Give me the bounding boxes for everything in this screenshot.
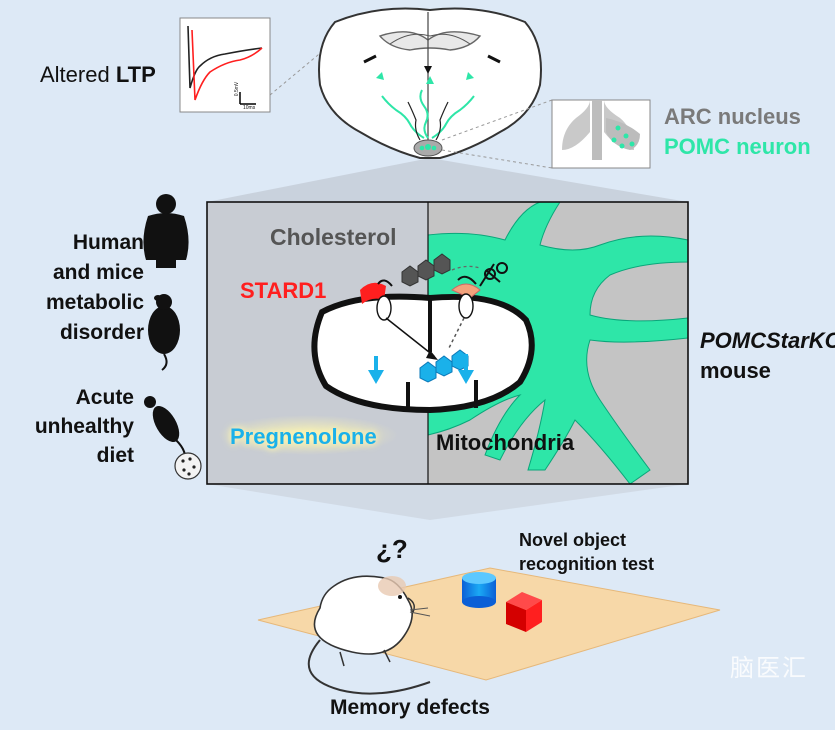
cookie-icon: [174, 452, 202, 480]
scissors-icon: [479, 262, 508, 287]
question-mark-label: ¿?: [376, 534, 408, 564]
blue-cylinder: [462, 572, 496, 608]
bottom-projection: [207, 484, 688, 520]
novel-object-label: Novel object recognition test: [519, 530, 655, 574]
pomc-neuron-label: POMC neuron: [664, 134, 811, 159]
mouse-eating-icon: [144, 396, 186, 463]
white-mouse: [307, 575, 431, 695]
acute-diet-label: Acute unhealthy diet: [34, 386, 134, 467]
genotype-label: POMCStarKO: [700, 328, 835, 353]
projection-trapezoid: [207, 158, 688, 202]
ltp-scale-v: 0.5mV: [234, 81, 241, 97]
watermark: 脑医汇: [730, 655, 808, 682]
brain-section: [318, 7, 542, 159]
stard1-label: STARD1: [240, 278, 327, 303]
arc-inset: [441, 99, 651, 169]
pomc-neuron-shape: [427, 201, 689, 485]
pregnenolone-label: Pregnenolone: [230, 424, 377, 449]
mitochondrion: [311, 293, 535, 414]
red-cube: [506, 592, 542, 632]
cell-panel: [206, 201, 689, 485]
ltp-label: Altered LTP: [40, 62, 156, 87]
blue-down-arrows: [368, 354, 474, 384]
cholesterol-molecule: [401, 253, 451, 287]
mitochondria-label: Mitochondria: [436, 430, 575, 455]
ltp-trace-red: [191, 29, 263, 101]
ltp-graph: [179, 17, 331, 113]
pregnenolone-glow: [218, 415, 398, 455]
human-mice-label: Human and mice metabolic disorder: [45, 231, 144, 344]
mouse-label: mouse: [700, 358, 771, 383]
stard1-cut-protein: [451, 283, 481, 299]
arc-nucleus-label: ARC nucleus: [664, 104, 801, 129]
ltp-scale-h: 10ms: [243, 105, 256, 111]
human-silhouette: [143, 194, 189, 268]
memory-defects-label: Memory defects: [330, 696, 490, 719]
cholesterol-label: Cholesterol: [270, 224, 397, 250]
mouse-silhouette: [148, 294, 180, 371]
